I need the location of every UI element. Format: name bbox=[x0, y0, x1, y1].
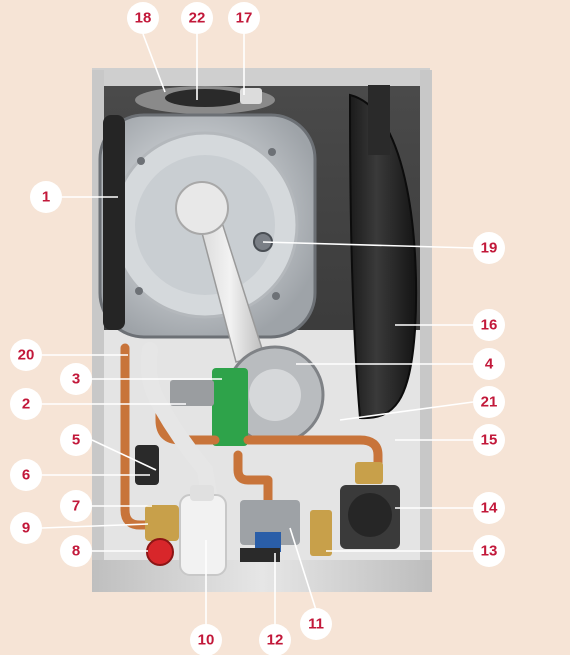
callout-20: 20 bbox=[10, 339, 42, 371]
lower-components bbox=[135, 445, 400, 566]
vessel-body bbox=[348, 93, 418, 420]
callout-label: 18 bbox=[135, 10, 152, 27]
pipe-to-gas-valve bbox=[233, 450, 273, 505]
diverter-valve-body bbox=[145, 505, 179, 541]
filling-loop-fitting bbox=[310, 510, 332, 556]
casing-bottom-tray bbox=[92, 560, 432, 592]
callout-10: 10 bbox=[190, 624, 222, 655]
intake-pipe-mouth bbox=[175, 181, 229, 235]
callout-11: 11 bbox=[300, 608, 332, 640]
callout-label: 5 bbox=[72, 432, 80, 449]
condensate-hose bbox=[140, 342, 218, 508]
leader-18 bbox=[142, 33, 166, 93]
gas-inlet-cock bbox=[240, 548, 280, 562]
flow-pipe-upper bbox=[243, 435, 383, 475]
callout-8: 8 bbox=[60, 535, 92, 567]
callout-label: 21 bbox=[481, 394, 498, 411]
leader-lines bbox=[41, 33, 474, 625]
casing-side-right bbox=[420, 70, 432, 592]
gas-valve-green bbox=[212, 368, 248, 446]
callout-4: 4 bbox=[473, 348, 505, 380]
leader-9 bbox=[41, 523, 149, 529]
callout-12: 12 bbox=[259, 624, 291, 655]
callout-label: 6 bbox=[22, 467, 30, 484]
callouts: 1 2 3 4 5 6 7 8 9 10 11 12 13 14 15 16 1… bbox=[10, 2, 505, 655]
pump-head bbox=[348, 493, 392, 537]
callout-label: 22 bbox=[189, 10, 206, 27]
fan-assembly bbox=[170, 345, 325, 446]
callout-2: 2 bbox=[10, 388, 42, 420]
callout-label: 10 bbox=[198, 632, 215, 649]
hx-bolt bbox=[272, 292, 280, 300]
flue-ring-inner bbox=[165, 89, 245, 107]
condensate-trap bbox=[179, 494, 227, 576]
callout-label: 11 bbox=[308, 616, 324, 633]
callout-label: 8 bbox=[72, 543, 80, 560]
fan-hub bbox=[249, 369, 301, 421]
callout-label: 4 bbox=[485, 356, 494, 373]
fan-mount bbox=[170, 380, 214, 406]
hx-bolt bbox=[137, 157, 145, 165]
callout-14: 14 bbox=[473, 492, 505, 524]
leader-21 bbox=[339, 401, 474, 421]
callout-label: 12 bbox=[267, 632, 284, 649]
callout-16: 16 bbox=[473, 309, 505, 341]
leader-5 bbox=[91, 439, 157, 471]
callout-18: 18 bbox=[127, 2, 159, 34]
leader-19 bbox=[262, 241, 474, 249]
callout-13: 13 bbox=[473, 535, 505, 567]
callout-7: 7 bbox=[60, 490, 92, 522]
expansion-vessel bbox=[348, 85, 418, 420]
pump-inlet-fitting bbox=[355, 462, 383, 484]
callout-label: 1 bbox=[42, 189, 50, 206]
condensate-trap-cap bbox=[190, 485, 214, 501]
callout-5: 5 bbox=[60, 424, 92, 456]
callout-label: 13 bbox=[481, 543, 498, 560]
gas-valve-coil bbox=[255, 532, 281, 552]
hx-bolt bbox=[268, 148, 276, 156]
callout-label: 7 bbox=[72, 498, 80, 515]
flue-sample-port bbox=[240, 88, 262, 104]
callout-label: 9 bbox=[22, 520, 30, 537]
casing-top-lip bbox=[92, 68, 430, 86]
callout-label: 19 bbox=[481, 240, 498, 257]
safety-valve-red bbox=[146, 538, 174, 566]
callout-label: 15 bbox=[481, 432, 498, 449]
callout-label: 16 bbox=[481, 317, 498, 334]
callout-19: 19 bbox=[473, 232, 505, 264]
hx-bolt bbox=[135, 287, 143, 295]
callout-label: 20 bbox=[18, 347, 35, 364]
callout-21: 21 bbox=[473, 386, 505, 418]
flue-outlet bbox=[135, 86, 275, 114]
condensate-pipe bbox=[140, 342, 227, 576]
callout-label: 17 bbox=[236, 10, 253, 27]
callout-17: 17 bbox=[228, 2, 260, 34]
leader-11 bbox=[289, 527, 317, 611]
callout-3: 3 bbox=[60, 363, 92, 395]
callout-9: 9 bbox=[10, 512, 42, 544]
callout-label: 2 bbox=[22, 396, 30, 413]
callout-1: 1 bbox=[30, 181, 62, 213]
callout-22: 22 bbox=[181, 2, 213, 34]
callout-label: 14 bbox=[481, 500, 498, 517]
hx-left-cap bbox=[103, 115, 125, 330]
vessel-bracket bbox=[368, 85, 390, 155]
callout-15: 15 bbox=[473, 424, 505, 456]
callout-6: 6 bbox=[10, 459, 42, 491]
callout-label: 3 bbox=[72, 371, 80, 388]
